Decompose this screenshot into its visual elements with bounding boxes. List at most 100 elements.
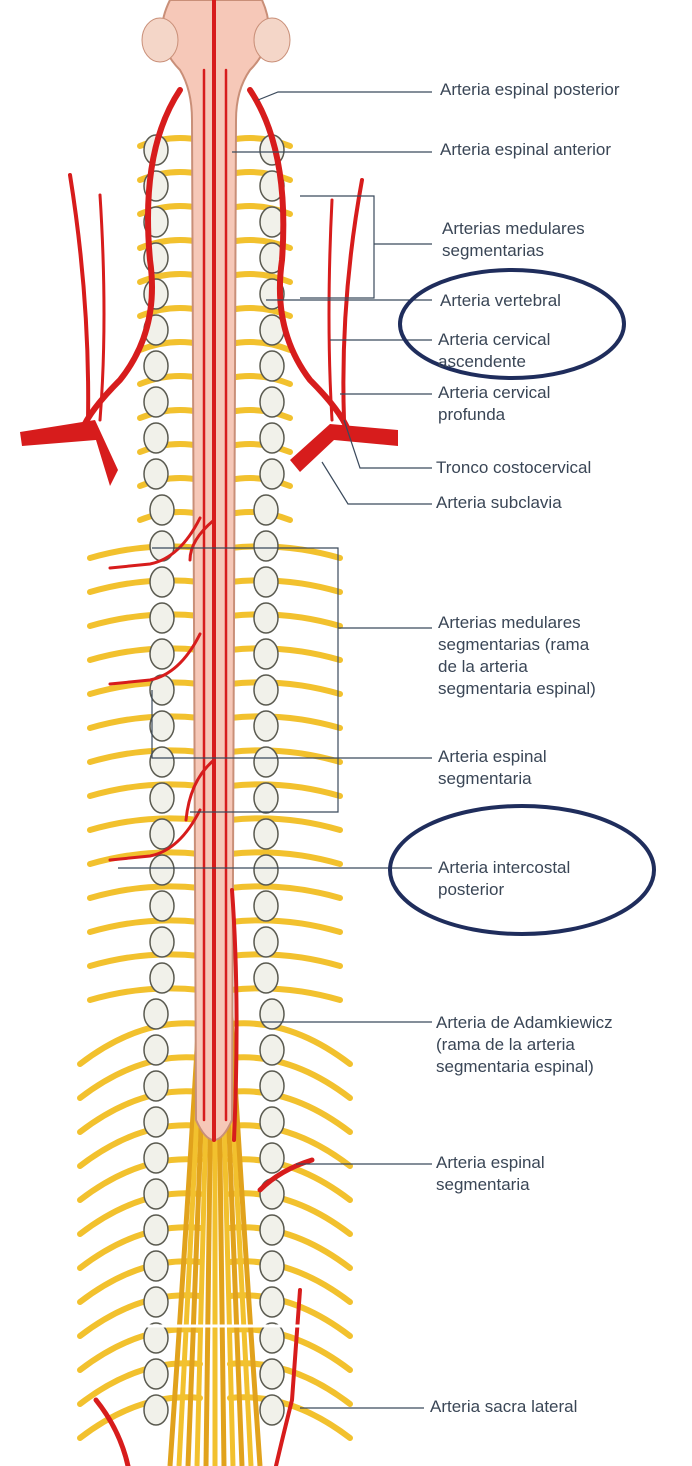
label-line: Tronco costocervical [436,458,592,477]
vertebra-left [143,1322,169,1354]
subclavian-artery-right [290,424,398,472]
label-line: Arteria subclavia [436,493,562,512]
label-line: ascendente [438,352,526,371]
vertebra-left [149,854,175,886]
nerve-root-left [87,713,203,731]
label-line: Arteria de Adamkiewicz [436,1013,613,1032]
vertebra-right [253,962,279,994]
nerve-root-left [77,1088,203,1135]
nerve-root-left [87,917,203,935]
leader-bracket-medulares-toracica [152,547,339,813]
nerve-root-right [227,611,343,629]
label-line: Arterias medulares [442,219,585,238]
leader-bracket-medulares-cervical [300,195,375,299]
label-line: segmentarias [442,241,545,260]
vertebra-left [143,998,169,1030]
label-arteria-intercostal-posterior: Arteria intercostal posterior [438,857,570,901]
label-line: Arteria vertebral [440,291,561,310]
vertebral-artery-right [247,87,351,433]
label-arteria-espinal-anterior: Arteria espinal anterior [440,139,611,161]
medullary-segmental-artery [184,758,216,822]
vertebra-left [143,1358,169,1390]
vertebra-right [259,422,285,454]
vertebra-right [253,638,279,670]
label-line: Arteria cervical [438,383,551,402]
vertebra-right [253,674,279,706]
cerebellar-lobe-right [253,17,291,63]
vertebra-right [253,710,279,742]
vertebra-right [253,602,279,634]
label-line: de la arteria [438,657,528,676]
vertebra-right [259,998,285,1030]
nerve-root-right [227,747,343,765]
vertebra-left [149,494,175,526]
nerve-root-left [77,1020,203,1067]
nerve-root-left [77,1054,203,1101]
label-arteria-espinal-posterior: Arteria espinal posterior [440,79,620,101]
adamkiewicz-artery [230,888,239,1142]
nerve-root-left [87,611,203,629]
deep-cervical-artery-left [98,193,106,422]
highlight-ring-intercostal [388,804,656,936]
nerve-root-right [227,1020,353,1067]
vertebra-left [143,1286,169,1318]
label-arterias-medulares-segmentarias-toracica: Arterias medulares segmentarias (rama de… [438,612,596,700]
label-arteria-de-adamkiewicz: Arteria de Adamkiewicz (rama de la arter… [436,1012,613,1078]
vertebra-right [253,818,279,850]
nerve-root-left [87,645,203,663]
vertebra-left [149,782,175,814]
vertebra-right [259,1214,285,1246]
vertebra-right [259,1322,285,1354]
vertebra-right [253,530,279,562]
label-arteria-cervical-profunda: Arteria cervical profunda [438,382,550,426]
label-line: segmentaria espinal) [438,679,596,698]
cerebellar-lobe-left [141,17,179,63]
label-arterias-medulares-segmentarias-cervical: Arterias medulares segmentarias [442,218,585,262]
nerve-root-left [87,679,203,697]
nerve-root-left [87,577,203,595]
label-arteria-espinal-segmentaria-lumbar: Arteria espinal segmentaria [436,1152,545,1196]
nerve-root-left [77,1258,203,1305]
label-line: posterior [438,880,505,899]
nerve-root-right [227,577,343,595]
lateral-sacral-artery-right [274,1288,302,1466]
vertebra-left [149,746,175,778]
vertebra-right [259,1358,285,1390]
label-line: segmentaria espinal) [436,1057,594,1076]
vertebra-right [259,1070,285,1102]
vertebra-right [259,1394,285,1426]
nerve-root-left [87,543,203,561]
label-tronco-costocervical: Tronco costocervical [436,457,591,479]
vertebra-right [259,1250,285,1282]
nerve-root-right [227,373,293,387]
highlight-rings [388,268,656,936]
vertebra-left [149,818,175,850]
leader-tronco-costocervical [343,419,432,469]
label-line: segmentaria [436,1175,530,1194]
label-line: Arteria espinal anterior [440,140,612,159]
vertebra-right [259,350,285,382]
nerve-root-left [87,815,203,833]
label-arteria-espinal-segmentaria-toracica: Arteria espinal segmentaria [438,746,547,790]
nerve-root-right [227,781,343,799]
label-arteria-subclavia: Arteria subclavia [436,492,562,514]
nerve-root-right [227,1122,353,1169]
vertebra-left [143,1034,169,1066]
label-arteria-sacra-lateral: Arteria sacra lateral [430,1396,577,1418]
nerve-root-left [77,1122,203,1169]
vertebra-left [149,710,175,742]
vertebra-left [149,638,175,670]
nerve-root-right [227,951,343,969]
nerve-root-right [227,679,343,697]
label-line: Arteria espinal [438,747,547,766]
label-line: segmentarias (rama [438,635,590,654]
label-line: Arteria intercostal [438,858,571,877]
nerve-root-left [87,781,203,799]
vertebra-left [149,602,175,634]
nerve-root-right [227,645,343,663]
subclavian-artery-left [20,420,118,486]
label-line: profunda [438,405,506,424]
vertebra-left [143,1142,169,1174]
vertebra-right [253,782,279,814]
vertebra-left [143,386,169,418]
